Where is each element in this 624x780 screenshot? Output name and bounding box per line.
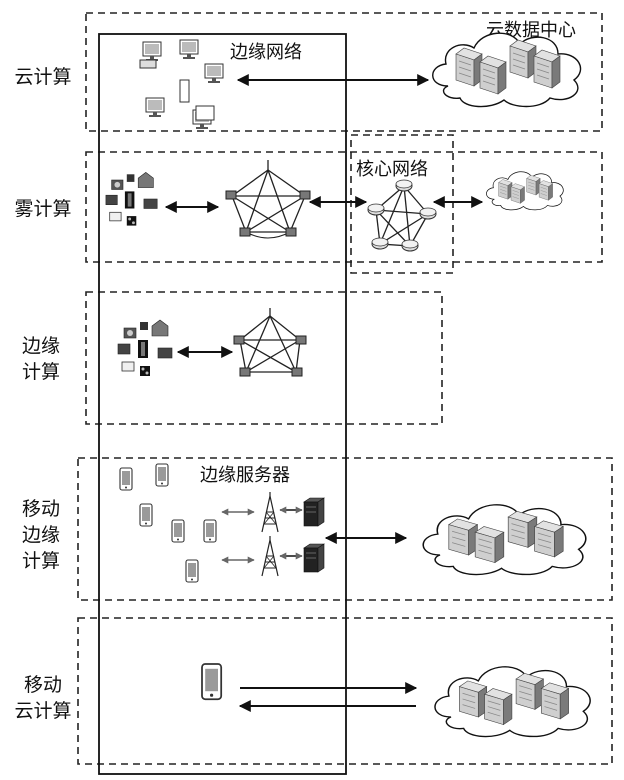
core-network-label: 核心网络 — [356, 159, 428, 180]
row-label-line: 移动 — [23, 674, 62, 696]
core-network-region — [350, 134, 454, 274]
row-label-mobile-edge-computing: 移动 边缘 计算 — [8, 496, 74, 574]
row-label-line: 雾计算 — [14, 198, 72, 220]
edge-network-label: 边缘网络 — [230, 42, 302, 63]
row-label-line: 边缘 — [21, 335, 60, 357]
row-label-line: 移动 — [21, 498, 60, 520]
smartphone-icon — [201, 663, 223, 701]
mobile-edge-computing-region — [77, 457, 613, 601]
mobile-cloud-computing-region — [77, 617, 613, 765]
fog-computing-region — [85, 151, 603, 263]
row-label-line: 计算 — [21, 550, 60, 572]
cell-tower-icon — [261, 491, 279, 577]
core-network-icon — [367, 179, 437, 252]
router-icon — [233, 335, 307, 377]
row-label-mobile-cloud-computing: 移动 云计算 — [8, 672, 78, 724]
fog-network-icon — [231, 160, 306, 239]
smartphone-icon — [119, 463, 217, 583]
edge-network-box — [98, 33, 347, 775]
row-label-edge-computing: 边缘 计算 — [8, 333, 74, 385]
cloud-computing-region — [85, 12, 603, 132]
row-label-fog-computing: 雾计算 — [8, 196, 78, 222]
row-label-line: 云计算 — [14, 700, 72, 722]
edge-computing-region — [85, 291, 443, 425]
row-label-line: 云计算 — [14, 66, 72, 88]
edge-server-label: 边缘服务器 — [200, 465, 290, 486]
server-icon — [303, 497, 325, 573]
row-label-line: 计算 — [21, 361, 60, 383]
smart-device-icon — [117, 319, 173, 377]
cloud-icon — [435, 667, 590, 737]
row-label-cloud-computing: 云计算 — [8, 64, 78, 90]
edge-network-icon — [239, 308, 301, 373]
cloud-icon — [423, 505, 586, 575]
router-icon — [225, 190, 311, 237]
computer-icon — [139, 39, 224, 130]
smart-device-icon — [105, 171, 158, 227]
cloud-icon — [433, 33, 581, 106]
cloud-icon — [486, 172, 563, 210]
row-label-line: 边缘 — [21, 524, 60, 546]
